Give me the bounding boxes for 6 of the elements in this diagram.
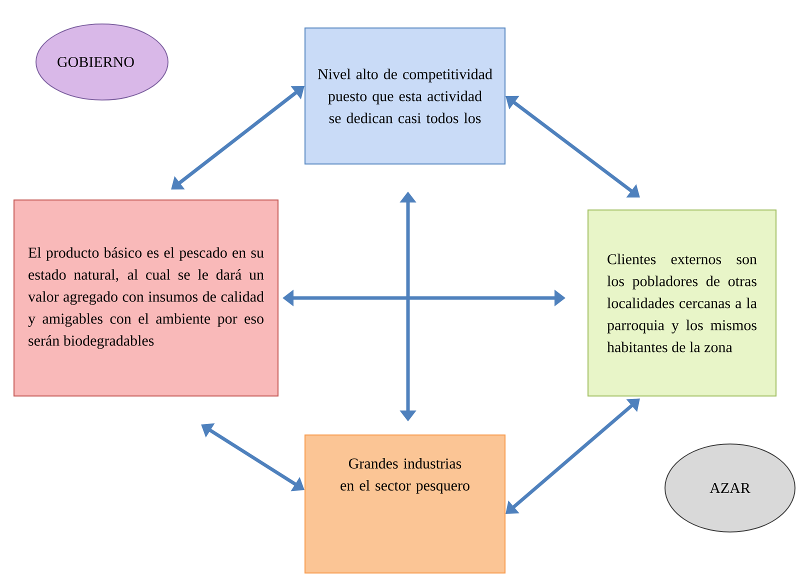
text-box: Clientes externos son los pobladores de otras localidades cercanas a la parroquia y los mismos habitantes de la zona — [588, 210, 776, 396]
text-box: Nivel alto de competitividad puesto que esta actividad se dedican casi todos los — [304, 28, 506, 164]
text-box: El producto básico es el pescado en su estado natural, al cual se le dará un valor agregado con insumos de calidad y amigables con el ambiente por eso serán biodegradables — [14, 200, 278, 396]
double-arrow — [506, 398, 640, 514]
text-box: Grandes industrias en el sector pesquero — [304, 434, 506, 574]
double-arrow — [171, 86, 304, 190]
